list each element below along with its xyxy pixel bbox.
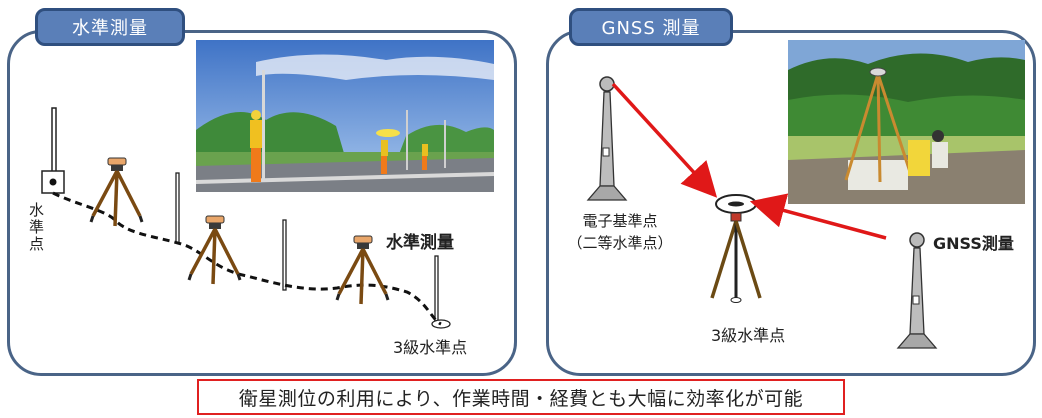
- gnss-arrow-from-reference: [611, 82, 718, 198]
- gnss-tab: GNSS 測量: [569, 8, 733, 46]
- gnss-antenna-tripod-icon: [710, 194, 762, 303]
- leveling-tab-label: 水準測量: [72, 18, 148, 39]
- gnss-survey-pillar-icon: [896, 232, 938, 349]
- leveling-route: [52, 191, 442, 326]
- benchmark-label: 水準点: [27, 202, 45, 253]
- caption-box: 衛星測位の利用により、作業時間・経費とも大幅に効率化が可能: [197, 379, 845, 415]
- gnss-tab-label: GNSS 測量: [601, 18, 701, 39]
- gnss-diagram: [586, 76, 938, 349]
- third-order-benchmark-label-right: 3級水準点: [711, 326, 786, 345]
- leveling-field-photo: [196, 40, 494, 192]
- leveling-diagram: [41, 107, 451, 329]
- third-order-benchmark-label-left: 3級水準点: [393, 338, 468, 357]
- leveling-tab: 水準測量: [35, 8, 185, 46]
- level-instrument-3: [335, 235, 390, 305]
- reference-station-label-line1: 電子基準点: [582, 212, 658, 230]
- gnss-method-label: GNSS測量: [933, 234, 1014, 253]
- caption-text: 衛星測位の利用により、作業時間・経費とも大幅に効率化が可能: [238, 387, 804, 410]
- leveling-method-label: 水準測量: [386, 233, 454, 253]
- gnss-arrow-from-survey-point: [749, 193, 887, 240]
- level-instrument-1: [89, 157, 144, 227]
- reference-station-label: 電子基準点 （二等水準点）: [560, 210, 680, 254]
- gnss-field-photo: [788, 40, 1025, 204]
- gnss-reference-station-icon: [586, 76, 628, 201]
- reference-station-label-line2: （二等水準点）: [567, 234, 673, 252]
- level-instrument-2: [187, 215, 242, 285]
- benchmark-marker: [41, 107, 65, 194]
